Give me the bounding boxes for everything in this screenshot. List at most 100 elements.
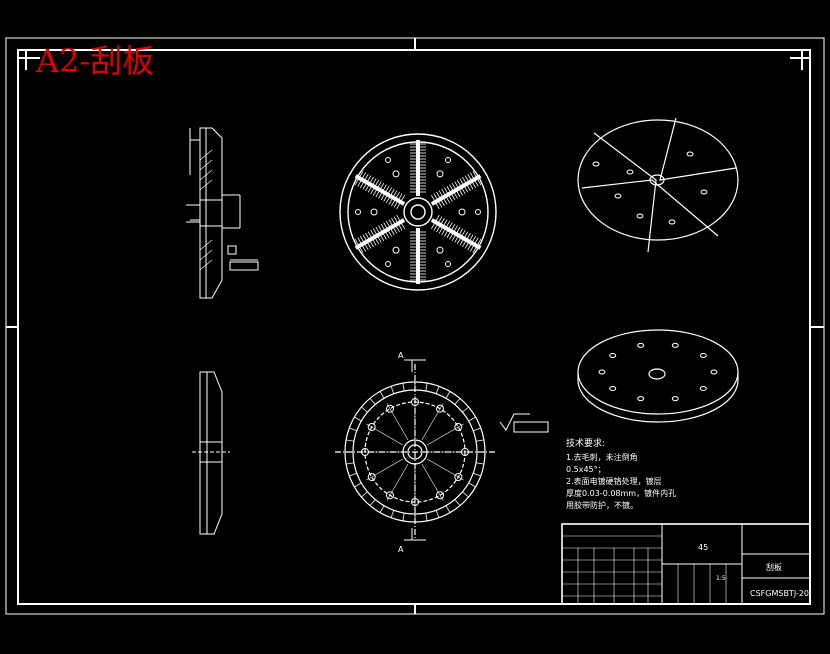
bolt-hole: [370, 208, 378, 216]
edge-tick: [468, 416, 476, 422]
blade-tooth: [393, 193, 403, 208]
tech-req-line-2: 0.5x45°；: [566, 465, 606, 474]
bolt-hole: [355, 209, 361, 215]
bolt-hole: [392, 170, 400, 178]
isometric-scraper-view: [577, 117, 739, 253]
edge-tick: [402, 382, 405, 392]
flange-hole: [436, 491, 444, 500]
blade-tooth: [388, 190, 398, 205]
drawing-number-value: CSFGMSBTJ-20: [750, 589, 809, 598]
blade-tooth: [383, 187, 393, 202]
blade-tooth: [469, 172, 479, 187]
edge-tick: [345, 439, 355, 442]
blade-tooth: [467, 235, 477, 251]
blade-tooth: [393, 216, 403, 231]
flange-hole: [367, 423, 376, 431]
edge-tick: [475, 439, 485, 442]
material-value: 45: [698, 543, 708, 552]
side-section-hatch: [199, 149, 213, 271]
tech-req-line-4: 厚度0.03-0.08mm，镀件内孔: [566, 488, 676, 498]
blade-tooth: [391, 217, 400, 233]
flange-hole: [411, 398, 419, 406]
blade-tooth: [370, 179, 380, 195]
blade-tooth: [388, 219, 398, 234]
spoke-line: [426, 458, 464, 481]
blade-tooth: [391, 191, 400, 207]
blade-tooth: [433, 193, 443, 208]
edge-tick: [475, 462, 485, 465]
blade-tooth: [370, 229, 380, 245]
blade-tooth: [396, 194, 406, 210]
spoke-line: [366, 458, 404, 481]
edge-tick: [361, 491, 368, 498]
flange-spoke-lines: [359, 396, 471, 508]
blade-tooth: [433, 216, 443, 231]
blade-tooth: [456, 179, 466, 195]
edge-tick: [361, 406, 368, 413]
blade-tooth: [436, 217, 445, 233]
edge-tick: [435, 386, 440, 394]
blade-tooth: [446, 185, 456, 201]
bolt-hole: [700, 189, 708, 195]
bolt-hole: [392, 246, 400, 254]
blade-tooth: [456, 229, 466, 245]
blade-tooth: [357, 172, 367, 187]
flange-hole: [361, 448, 369, 456]
flange-edge-ticks: [345, 382, 485, 522]
blade-tooth: [372, 181, 382, 196]
blade-tooth: [438, 190, 448, 205]
edge-tick: [454, 398, 461, 405]
blade-tooth: [380, 185, 390, 201]
section-label-bottom: A: [398, 545, 404, 554]
plate-hole: [699, 353, 707, 359]
technical-requirements: 技术要求: 1.去毛刺，未注倒角 0.5x45°； 2.表面电镀硬铬处理，镀层 …: [566, 437, 676, 510]
blade-tooth: [357, 237, 367, 252]
centering-marks: [6, 38, 824, 614]
blade-tooth: [367, 178, 377, 193]
edge-tick: [425, 382, 428, 392]
edge-tick: [349, 472, 357, 477]
edge-tick: [379, 391, 385, 399]
blade-tooth: [459, 231, 469, 246]
tech-req-line-1: 1.去毛刺，未注倒角: [566, 452, 638, 462]
plate-hole: [609, 353, 617, 359]
edge-tick: [445, 505, 451, 513]
blade-tooth: [378, 184, 387, 199]
blade-tooth: [354, 238, 364, 254]
bolt-hole: [626, 169, 634, 175]
blade-tooth: [472, 238, 482, 254]
tech-req-line-3: 2.表面电镀硬铬处理，镀层: [566, 476, 662, 486]
flange-hole: [436, 404, 444, 413]
bolt-holes-top: [355, 157, 481, 267]
flange-hole: [386, 491, 394, 500]
sheet-title: A2-刮板: [35, 42, 154, 80]
blade-tooth: [365, 232, 374, 248]
flange-hole: [461, 448, 469, 456]
blade-tooth: [383, 222, 393, 237]
edge-tick: [402, 512, 405, 522]
edge-tick: [354, 482, 362, 488]
plate-hole: [710, 369, 718, 375]
edge-tick: [435, 510, 440, 518]
blade-tooth: [469, 237, 479, 252]
blade-tooth: [365, 176, 374, 192]
blade-tooth: [362, 234, 372, 249]
bolt-hole: [436, 246, 444, 254]
bolt-hole: [445, 260, 451, 267]
bolt-hole: [475, 209, 481, 215]
edge-tick: [462, 491, 469, 498]
tech-req-line-5: 用胶带防护，不镀。: [566, 500, 638, 510]
edge-tick: [462, 406, 469, 413]
spoke-line: [421, 463, 444, 501]
edge-tick: [390, 386, 395, 394]
edge-tick: [379, 505, 385, 513]
edge-tick: [369, 499, 376, 506]
blade-tooth: [385, 188, 395, 204]
bolt-hole: [445, 157, 451, 164]
scale-value: 1:5: [716, 575, 726, 582]
edge-tick: [473, 472, 481, 477]
bolt-hole: [385, 260, 391, 267]
isometric-plate-view: [577, 329, 739, 423]
blade-tooth: [454, 228, 464, 243]
